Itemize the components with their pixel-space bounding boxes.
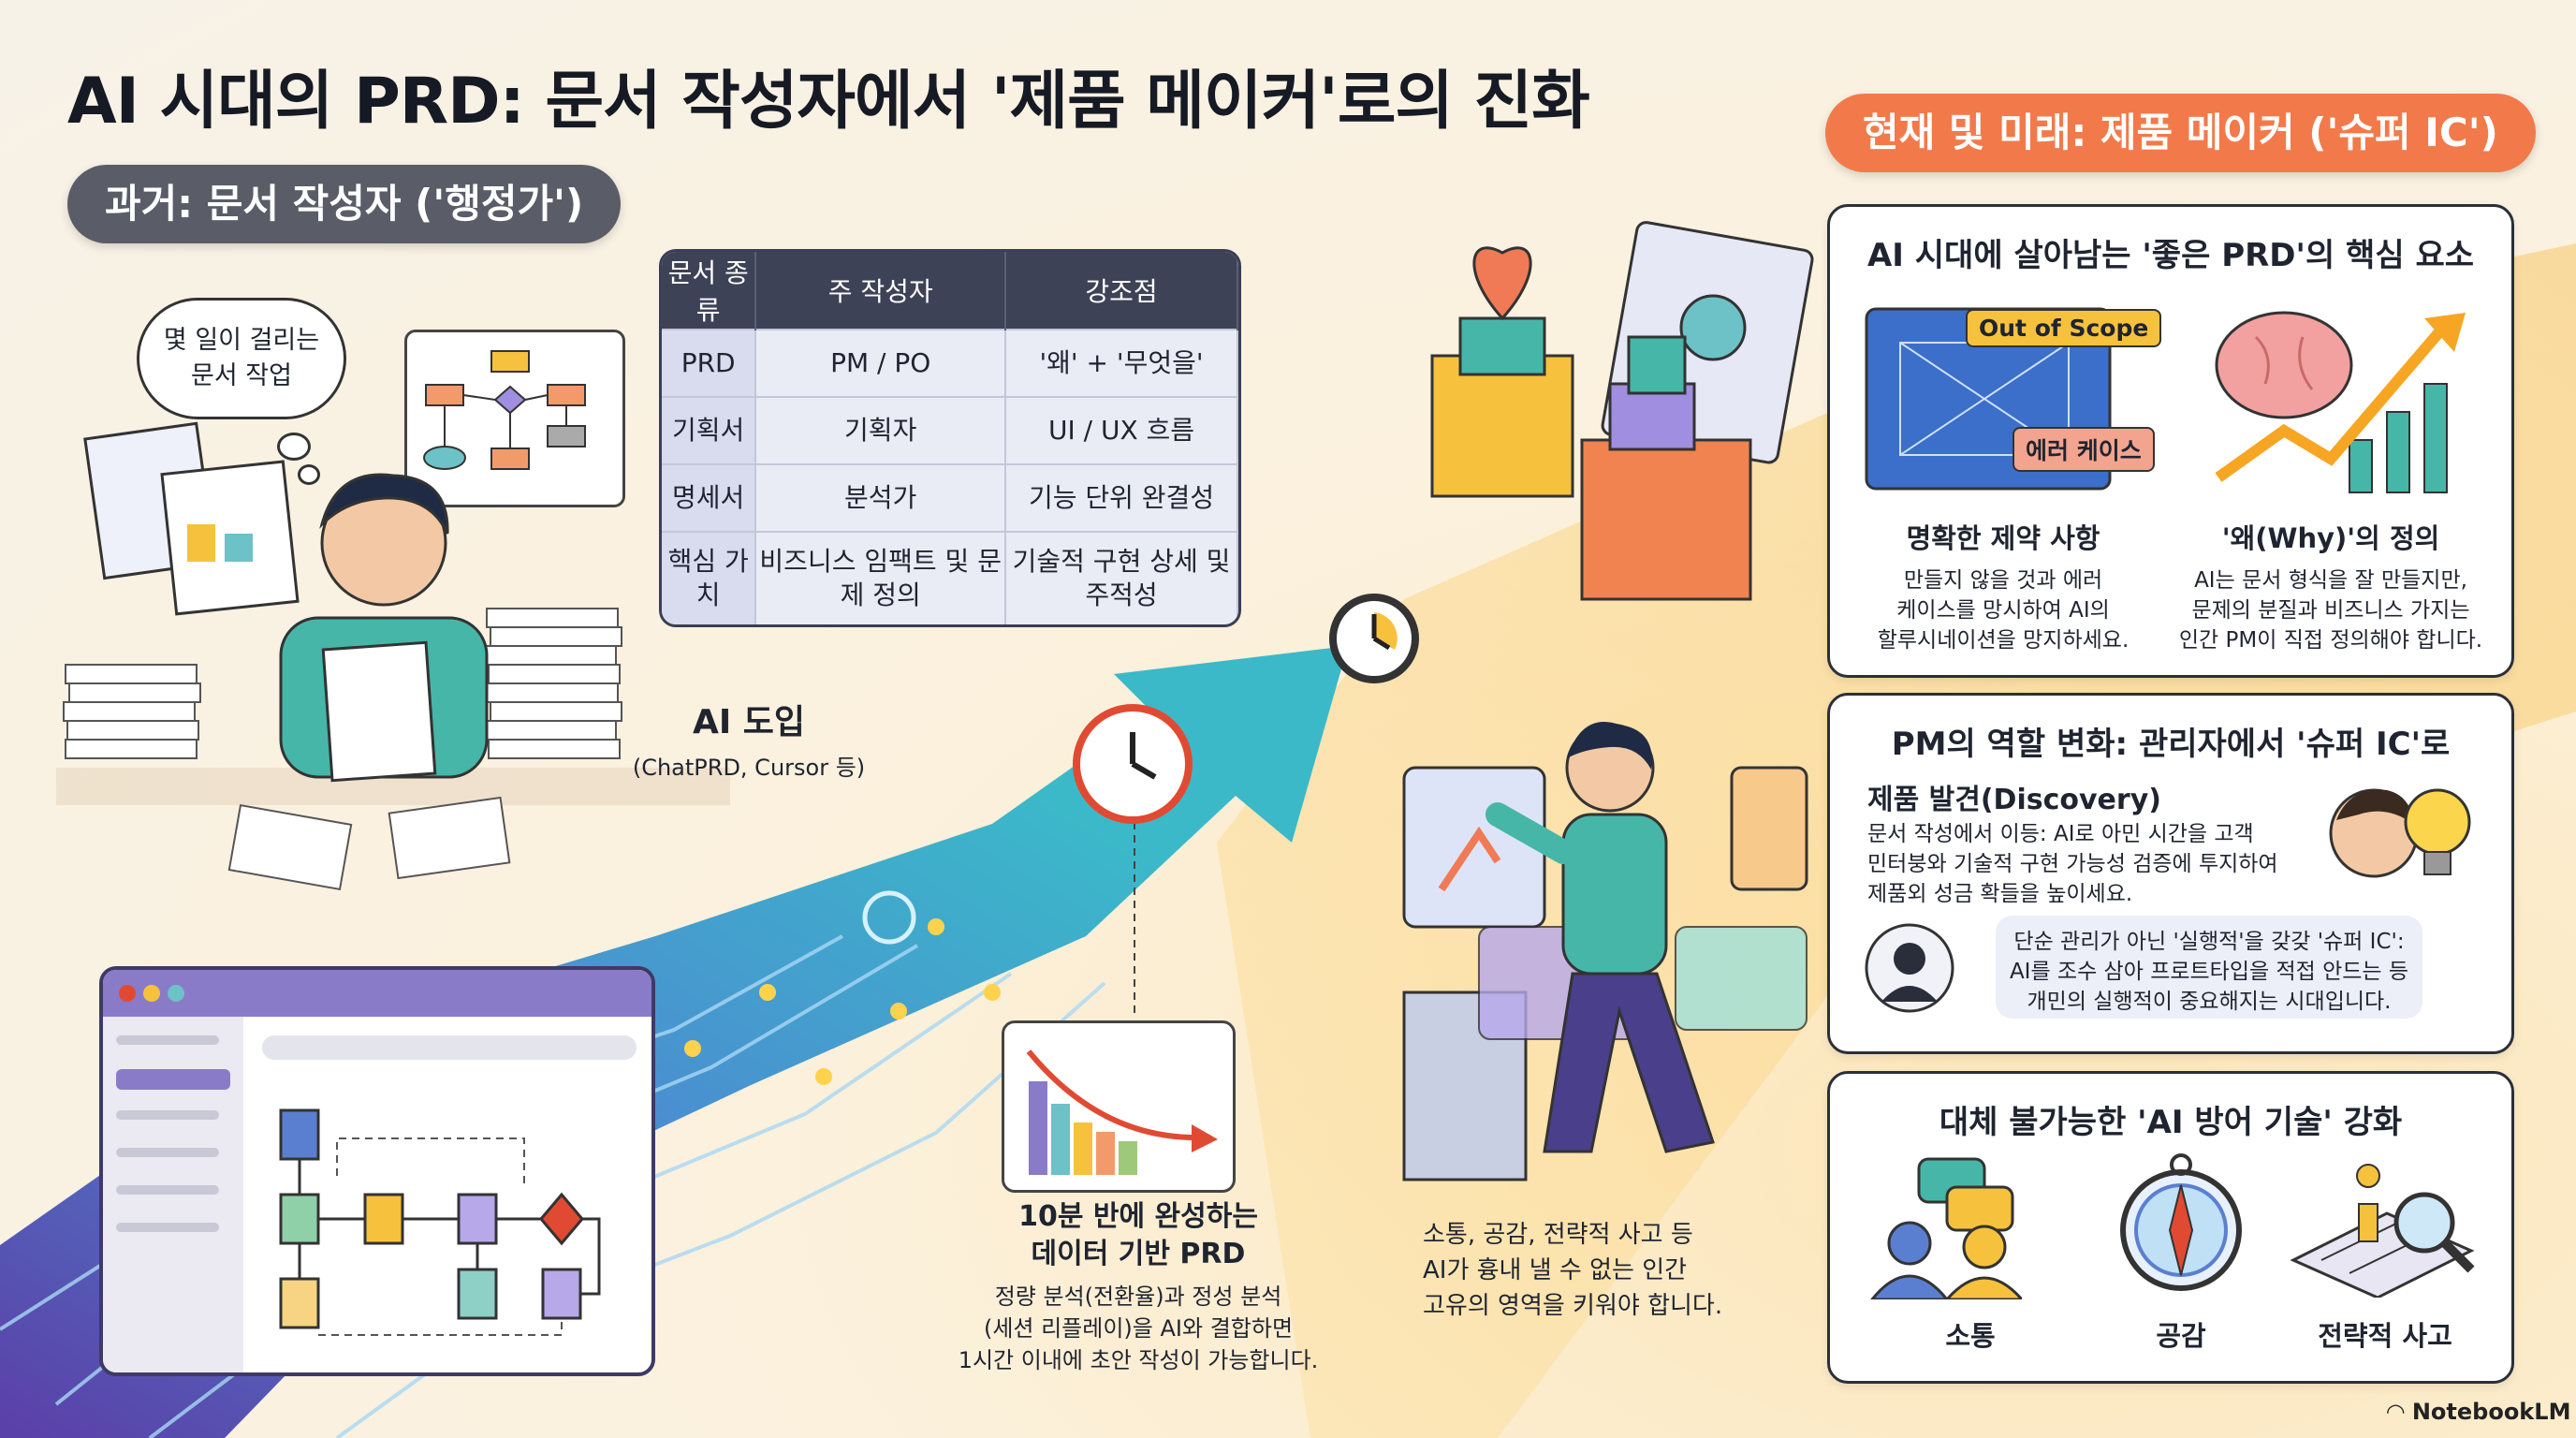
thought-line: 문서 작업 bbox=[191, 361, 292, 390]
table-cell: 기능 단위 완결성 bbox=[1005, 463, 1238, 532]
chess-strategy-icon bbox=[2290, 1164, 2475, 1298]
why-heading: '왜(Why)'의 정의 bbox=[2221, 522, 2440, 554]
constraints-heading: 명확한 제약 사항 bbox=[1906, 522, 2100, 554]
prd-title-line: 데이터 기반 PRD bbox=[1031, 1238, 1246, 1270]
discovery-line: 문서 작성에서 이등: AI로 아민 시간을 고객 bbox=[1867, 822, 2254, 846]
prd-desc-line: (세션 리플레이)을 AI와 결합하면 bbox=[983, 1315, 1294, 1342]
discovery-heading: 제품 발견(Discovery) bbox=[1867, 784, 2161, 816]
product-blocks-illustration bbox=[1430, 221, 1814, 601]
cloud-dot bbox=[298, 464, 320, 485]
table-cell: 기획서 bbox=[662, 396, 757, 464]
document-flow-diagram bbox=[262, 1035, 637, 1336]
table-cell: '왜' + '무엇을' bbox=[1005, 329, 1238, 397]
table-cell: 비즈니스 임팩트 및 문제 정의 bbox=[755, 531, 1007, 624]
skill-empathy: 공감 bbox=[2156, 1320, 2206, 1352]
brand-label: ◠ NotebookLM bbox=[2387, 1399, 2570, 1425]
flowchart-card bbox=[404, 330, 625, 507]
communication-icon bbox=[1870, 1157, 2022, 1299]
prd-desc-line: 정량 분석(전환율)과 정성 분석 bbox=[994, 1284, 1282, 1310]
constraints-line: 할루시네이션을 망지하세요. bbox=[1877, 628, 2130, 653]
table-row: 명세서 분석가 기능 단위 완결성 bbox=[662, 463, 1238, 532]
table-cell: PRD bbox=[662, 329, 757, 397]
table-cell: 분석가 bbox=[755, 463, 1007, 532]
window-titlebar bbox=[103, 970, 651, 1017]
window-sidebar bbox=[103, 1017, 243, 1372]
small-clock-icon bbox=[1329, 594, 1419, 683]
table-cell: UI / UX 흐름 bbox=[1005, 396, 1238, 464]
ai-adoption-sub: (ChatPRD, Cursor 등) bbox=[632, 755, 866, 781]
card-title: AI 시대에 살아남는 '좋은 PRD'의 핵심 요소 bbox=[1866, 237, 2475, 274]
constraints-block: 명확한 제약 사항 만들지 않을 것과 에러 케이스를 망시하여 AI의 할루시… bbox=[1853, 517, 2153, 655]
table-header: 주 작성자 bbox=[755, 252, 1007, 330]
discovery-line: 민터붕와 기술적 구현 가능성 검증에 투지하여 bbox=[1867, 852, 2278, 876]
table-row: 핵심 가치 비즈니스 임팩트 및 문제 정의 기술적 구현 상세 및 주적성 bbox=[662, 531, 1238, 624]
ai-workflow-window bbox=[99, 966, 655, 1376]
notebooklm-icon: ◠ bbox=[2387, 1399, 2405, 1425]
table-header: 문서 종류 bbox=[662, 252, 757, 330]
table-row: PRD PM / PO '왜' + '무엇을' bbox=[662, 329, 1238, 397]
super-ic-speech: 단순 관리가 아닌 '실행적'을 갖갖 '슈퍼 IC': AI를 조수 삼아 프… bbox=[1996, 916, 2422, 1019]
human-text-line: 소통, 공감, 전략적 사고 등 bbox=[1423, 1221, 1693, 1249]
clock-icon bbox=[1073, 704, 1193, 824]
data-prd-card bbox=[1002, 1020, 1236, 1193]
brand-name: NotebookLM bbox=[2411, 1399, 2571, 1425]
ai-adoption-title: AI 도입 bbox=[692, 703, 806, 741]
page-title: AI 시대의 PRD: 문서 작성자에서 '제품 메이커'로의 진화 bbox=[67, 65, 1590, 139]
idea-lightbulb-icon bbox=[2329, 788, 2471, 878]
constraints-line: 케이스를 망시하여 AI의 bbox=[1896, 598, 2110, 623]
user-avatar-icon bbox=[1865, 923, 1954, 1013]
thought-line: 몇 일이 걸리는 bbox=[163, 326, 320, 355]
out-of-scope-tag: Out of Scope bbox=[1966, 309, 2162, 347]
thought-cloud: 몇 일이 걸리는 문서 작업 bbox=[137, 298, 346, 419]
flowchart-icon bbox=[423, 350, 586, 470]
future-pill: 현재 및 미래: 제품 메이커 ('슈퍼 IC') bbox=[1825, 94, 2536, 172]
table-cell: 기술적 구현 상세 및 주적성 bbox=[1005, 531, 1238, 624]
compass-icon bbox=[2120, 1153, 2242, 1291]
brain-growth-icon bbox=[2215, 311, 2466, 493]
speech-line: 개민의 실행적이 중요해지는 시대입니다. bbox=[2027, 990, 2392, 1014]
past-pill: 과거: 문서 작성자 ('행정가') bbox=[67, 165, 622, 243]
table-cell: PM / PO bbox=[755, 329, 1007, 397]
discovery-text: 문서 작성에서 이등: AI로 아민 시간을 고객 민터붕와 기술적 구현 가능… bbox=[1867, 819, 2278, 909]
card-title: PM의 역할 변화: 관리자에서 '슈퍼 IC'로 bbox=[1891, 726, 2451, 763]
table-cell: 핵심 가치 bbox=[662, 531, 757, 624]
prd-desc-line: 1시간 이내에 초안 작성이 가능합니다. bbox=[958, 1347, 1319, 1373]
why-line: AI는 문서 형식을 잘 만들지만, bbox=[2194, 568, 2467, 593]
ai-adoption-label: AI 도입 (ChatPRD, Cursor 등) bbox=[608, 695, 889, 782]
constraints-line: 만들지 않을 것과 에러 bbox=[1903, 568, 2103, 593]
ai-defense-skills-card: 대체 불가능한 'AI 방어 기술' 강화 bbox=[1827, 1071, 2514, 1384]
cloud-dot bbox=[277, 433, 311, 461]
skill-communication: 소통 bbox=[1945, 1320, 1996, 1352]
speech-line: AI를 조수 삼아 프로트타입을 적접 안드는 등 bbox=[2009, 960, 2409, 984]
speech-line: 단순 관리가 아닌 '실행적'을 갖갖 '슈퍼 IC': bbox=[2013, 930, 2405, 954]
table-cell: 명세서 bbox=[662, 463, 757, 532]
document-types-table: 문서 종류 주 작성자 강조점 PRD PM / PO '왜' + '무엇을' … bbox=[659, 249, 1241, 627]
human-text-line: AI가 흉내 낼 수 없는 인간 bbox=[1423, 1256, 1688, 1284]
discovery-line: 제품외 성금 확들을 높이세요. bbox=[1867, 882, 2133, 906]
error-case-tag: 에러 케이스 bbox=[2012, 427, 2155, 472]
human-skills-text: 소통, 공감, 전략적 사고 등 AI가 흉내 낼 수 없는 인간 고유의 영역… bbox=[1423, 1217, 1816, 1324]
decline-chart-icon bbox=[1026, 1049, 1218, 1175]
table-header: 강조점 bbox=[1005, 252, 1238, 330]
why-line: 문제의 분질과 비즈니스 가지는 bbox=[2191, 598, 2470, 623]
why-block: '왜(Why)'의 정의 AI는 문서 형식을 잘 만들지만, 문제의 분질과 … bbox=[2172, 517, 2490, 655]
human-text-line: 고유의 영역을 키워야 합니다. bbox=[1423, 1292, 1723, 1320]
super-ic-illustration bbox=[1402, 721, 1808, 1181]
why-line: 인간 PM이 직접 정의해야 합니다. bbox=[2178, 628, 2483, 653]
skill-strategic-thinking: 전략적 사고 bbox=[2318, 1320, 2452, 1352]
overwhelmed-pm-illustration bbox=[56, 421, 730, 891]
table-row: 기획서 기획자 UI / UX 흐름 bbox=[662, 396, 1238, 464]
data-prd-text: 10분 반에 완성하는 데이터 기반 PRD 정량 분석(전환율)과 정성 분석… bbox=[914, 1198, 1363, 1376]
prd-title-line: 10분 반에 완성하는 bbox=[1018, 1200, 1258, 1233]
card-title: 대체 불가능한 'AI 방어 기술' 강화 bbox=[1939, 1104, 2403, 1141]
table-cell: 기획자 bbox=[755, 396, 1007, 464]
